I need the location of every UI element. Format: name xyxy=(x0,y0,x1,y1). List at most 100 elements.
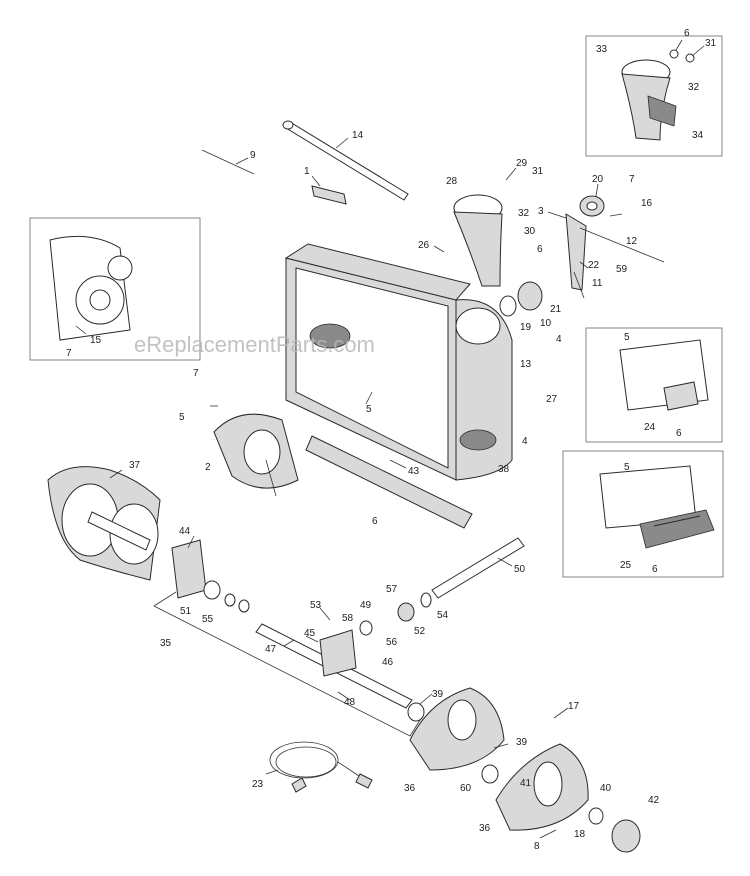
belt-cover-inset xyxy=(49,235,133,341)
bearing-19 xyxy=(499,295,517,317)
leader-lines xyxy=(75,39,705,839)
bearing-51 xyxy=(203,580,221,600)
callout-label: 27 xyxy=(546,394,558,405)
callout-label: 6 xyxy=(537,244,543,255)
callout-label: 5 xyxy=(366,404,372,415)
impeller-housing xyxy=(213,413,299,497)
callout-label: 54 xyxy=(437,610,449,621)
callout-label: 25 xyxy=(620,560,632,571)
auger-shaft xyxy=(431,537,525,599)
chute-main xyxy=(453,194,503,287)
callout-label: 31 xyxy=(705,38,717,49)
callout-labels: 6 31 33 32 34 14 9 1 29 31 28 32 30 20 7… xyxy=(66,28,717,852)
callout-label: 5 xyxy=(624,462,630,473)
auger-left xyxy=(47,466,161,581)
callout-label: 4 xyxy=(556,334,562,345)
bearing-52 xyxy=(397,602,415,622)
callout-label: 5 xyxy=(179,412,185,423)
callout-label: 48 xyxy=(344,697,356,708)
callout-label: 60 xyxy=(460,783,472,794)
callout-label: 53 xyxy=(310,600,322,611)
callout-label: 29 xyxy=(516,158,528,169)
callout-label: 19 xyxy=(520,322,532,333)
callout-label: 36 xyxy=(479,823,491,834)
callout-label: 6 xyxy=(684,28,690,39)
callout-label: 55 xyxy=(202,614,214,625)
callout-label: 7 xyxy=(193,368,199,379)
callout-label: 31 xyxy=(532,166,544,177)
chute-assembly-inset xyxy=(621,49,695,141)
washer-55 xyxy=(224,593,236,607)
pulley-assembly xyxy=(565,195,665,299)
assembly-bracket-35 xyxy=(153,591,421,737)
power-cord xyxy=(269,741,373,793)
callout-label: 47 xyxy=(265,644,277,655)
callout-label: 40 xyxy=(600,783,612,794)
callout-label: 39 xyxy=(432,689,444,700)
callout-label: 9 xyxy=(250,150,256,161)
callout-label: 23 xyxy=(252,779,264,790)
callout-label: 57 xyxy=(386,584,398,595)
callout-label: 3 xyxy=(538,206,544,217)
callout-label: 35 xyxy=(160,638,172,649)
callout-label: 56 xyxy=(386,637,398,648)
callout-label: 8 xyxy=(534,841,540,852)
gearbox-44 xyxy=(171,539,207,599)
callout-label: 30 xyxy=(524,226,536,237)
pulley-21 xyxy=(517,281,543,311)
callout-label: 43 xyxy=(408,466,420,477)
callout-label: 10 xyxy=(540,318,552,329)
callout-label: 28 xyxy=(446,176,458,187)
callout-label: 50 xyxy=(514,564,526,575)
cable-tie xyxy=(201,149,255,175)
callout-label: 7 xyxy=(66,348,72,359)
callout-label: 26 xyxy=(418,240,430,251)
bearing-58 xyxy=(359,620,373,636)
callout-label: 34 xyxy=(692,130,704,141)
watermark-text: eReplacementParts.com xyxy=(134,332,375,357)
callout-label: 49 xyxy=(360,600,372,611)
callout-label: 13 xyxy=(520,359,532,370)
callout-label: 1 xyxy=(304,166,310,177)
callout-label: 41 xyxy=(520,778,532,789)
callout-label: 58 xyxy=(342,613,354,624)
callout-label: 12 xyxy=(626,236,638,247)
auger-housing xyxy=(284,243,513,481)
callout-label: 2 xyxy=(205,462,211,473)
callout-label: 16 xyxy=(641,198,653,209)
skid-upper-inset xyxy=(619,339,709,411)
callout-label: 5 xyxy=(624,332,630,343)
callout-label: 24 xyxy=(644,422,656,433)
callout-label: 52 xyxy=(414,626,426,637)
callout-label: 42 xyxy=(648,795,660,806)
callout-label: 11 xyxy=(592,278,603,289)
callout-label: 59 xyxy=(616,264,628,275)
callout-label: 7 xyxy=(629,174,635,185)
callout-label: 14 xyxy=(352,130,364,141)
drive-shaft xyxy=(282,120,409,201)
callout-label: 32 xyxy=(518,208,530,219)
callout-label: 39 xyxy=(516,737,528,748)
bracket-1 xyxy=(311,185,347,205)
callout-label: 6 xyxy=(372,516,378,527)
gearbox-45 xyxy=(319,629,357,677)
callout-label: 4 xyxy=(522,436,528,447)
callout-label: 15 xyxy=(90,335,102,346)
callout-label: 33 xyxy=(596,44,608,55)
callout-label: 21 xyxy=(550,304,562,315)
support-bar xyxy=(305,435,473,529)
auger-right-upper xyxy=(407,687,505,771)
callout-label: 51 xyxy=(180,606,192,617)
callout-label: 37 xyxy=(129,460,141,471)
callout-label: 20 xyxy=(592,174,604,185)
callout-label: 46 xyxy=(382,657,394,668)
skid-lower-inset xyxy=(599,465,715,549)
callout-label: 36 xyxy=(404,783,416,794)
callout-label: 22 xyxy=(588,260,600,271)
auger-right-lower xyxy=(481,743,641,853)
callout-label: 18 xyxy=(574,829,586,840)
callout-label: 17 xyxy=(568,701,580,712)
callout-label: 45 xyxy=(304,628,316,639)
collar-54 xyxy=(420,592,432,608)
